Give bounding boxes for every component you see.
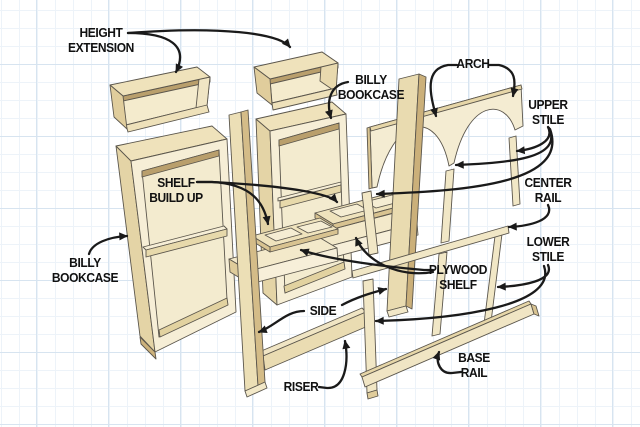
side-arrow-left — [257, 309, 306, 334]
lower-stile-arrow-2 — [374, 264, 547, 325]
side-arrow-right — [340, 287, 388, 307]
label-lower-stile: LOWER STILE — [526, 235, 570, 264]
billy-bookcase-top-arrow — [324, 80, 350, 120]
label-height-extension: HEIGHT EXTENSION — [68, 26, 134, 55]
label-plywood-shelf: PLYWOOD SHELF — [428, 263, 488, 292]
height-extension-right-drawing — [253, 51, 339, 111]
label-side: SIDE — [309, 304, 337, 318]
label-billy-bookcase-left: BILLY BOOKCASE — [51, 256, 119, 285]
label-arch: ARCH — [456, 57, 490, 71]
label-upper-stile: UPPER STILE — [528, 98, 568, 127]
label-riser: RISER — [283, 380, 319, 394]
plywood-shelf-arrow-2 — [354, 236, 435, 275]
arch-arrow-left — [429, 63, 459, 118]
center-rail-drawing — [351, 225, 510, 279]
leader-arrows — [87, 29, 554, 390]
plywood-shelf-arrow-1 — [299, 248, 435, 272]
billy-bookcase-left-drawing — [115, 125, 237, 360]
riser-arrow — [317, 339, 351, 390]
label-base-rail: BASE RAIL — [458, 351, 490, 380]
label-shelf-build-up: SHELF BUILD UP — [149, 176, 203, 205]
billy-bookcase-left-arrow — [87, 232, 129, 256]
arch-arrow-right — [487, 63, 519, 98]
height-extension-arrow-right — [126, 29, 292, 49]
upper-stile-arrow-3 — [375, 127, 554, 198]
base-rail-drawing — [359, 300, 540, 388]
center-rail-arrow — [507, 203, 551, 231]
upper-stile-arrow-1 — [515, 125, 551, 155]
label-billy-bookcase-top: BILLY BOOKCASE — [337, 73, 405, 102]
label-center-rail: CENTER RAIL — [524, 176, 572, 205]
shelf-build-up-arrow-2 — [195, 180, 339, 204]
side-panel-left-drawing — [228, 109, 268, 398]
height-extension-arrow-left — [126, 31, 184, 74]
lower-stile-arrow-1 — [496, 263, 551, 291]
base-rail-arrow — [432, 350, 463, 375]
height-extension-left-drawing — [109, 66, 211, 133]
